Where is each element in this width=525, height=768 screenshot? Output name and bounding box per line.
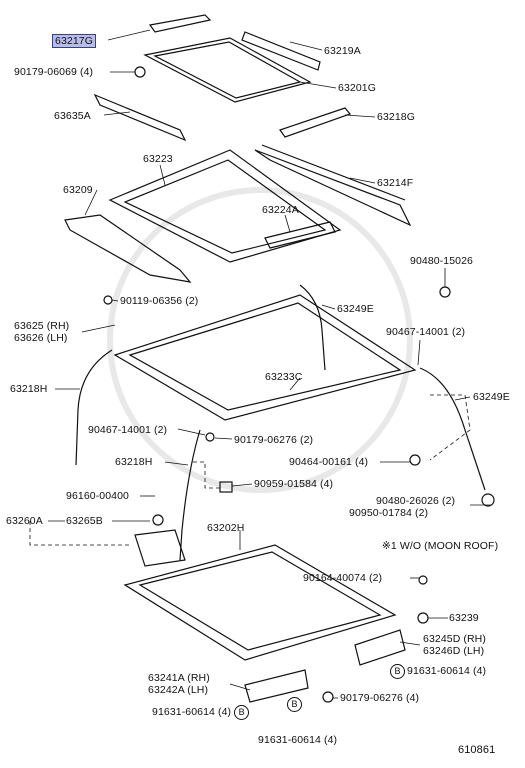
bolt-b-icon: B <box>390 664 405 679</box>
part-63202H-base <box>123 544 397 661</box>
label-63214F: 63214F <box>377 177 414 189</box>
bolt-b-marker: B <box>287 697 304 712</box>
label-63249E-right: 63249E <box>473 391 510 403</box>
part-63241A <box>244 669 309 703</box>
label-90950-01784: 90950-01784 (2) <box>349 507 429 519</box>
label-63219A: 63219A <box>324 45 361 57</box>
part-63209 <box>64 214 192 283</box>
bolt-b-icon: B <box>287 697 302 712</box>
part-63217G-strip <box>148 14 212 33</box>
label-63241A: 63241A (RH) <box>148 672 210 684</box>
hose-63249E-top <box>299 284 326 371</box>
hose-63218H-left <box>75 349 113 466</box>
label-63635A: 63635A <box>54 110 91 122</box>
label-91631-60614-left: 91631-60614 (4) B <box>152 705 251 720</box>
part-63201G-glass <box>143 37 312 103</box>
label-63249E-top: 63249E <box>337 303 374 315</box>
label-63202H: 63202H <box>207 522 245 534</box>
hose-63218H-mid <box>179 429 201 561</box>
label-90179-06276-mid: 90179-06276 (2) <box>234 434 314 446</box>
label-63246D: 63246D (LH) <box>423 645 485 657</box>
label-90959-01584: 90959-01584 (4) <box>254 478 334 490</box>
part-63214F <box>254 149 412 227</box>
label-63242A: 63242A (LH) <box>148 684 209 696</box>
part-63218G <box>279 107 352 138</box>
label-63626: 63626 (LH) <box>14 332 68 344</box>
label-90480-26026: 90480-26026 (2) <box>376 495 456 507</box>
watermark <box>107 187 413 493</box>
part-63223 <box>108 149 342 263</box>
bolt-b-icon: B <box>234 705 250 720</box>
label-note-wo-moon-roof: ※1 W/O (MOON ROOF) <box>382 540 499 552</box>
label-63233C: 63233C <box>265 371 303 383</box>
part-63260A-motor <box>134 529 186 567</box>
part-63245D <box>354 629 406 666</box>
label-63265B: 63265B <box>66 515 103 527</box>
label-63224A: 63224A <box>262 204 299 216</box>
label-63201G: 63201G <box>338 82 376 94</box>
part-63219A <box>241 31 321 71</box>
label-63209: 63209 <box>63 184 93 196</box>
label-90464-00161: 90464-00161 (4) <box>289 456 369 468</box>
part-63224A <box>264 221 336 249</box>
part-63233C-housing <box>113 294 417 421</box>
label-90179-06069: 90179-06069 (4) <box>14 66 94 78</box>
label-63239: 63239 <box>449 612 479 624</box>
label-63218H-left: 63218H <box>10 383 48 395</box>
label-63218H-mid: 63218H <box>115 456 153 468</box>
diagram-number: 610861 <box>458 744 496 756</box>
label-63223: 63223 <box>143 153 173 165</box>
part-63635A <box>93 93 187 142</box>
label-63625: 63625 (RH) <box>14 320 70 332</box>
label-91631-60614-bottom: 91631-60614 (4) <box>258 734 338 746</box>
label-63218G: 63218G <box>377 111 415 123</box>
label-90467-14001-right: 90467-14001 (2) <box>386 326 466 338</box>
label-96160-00400: 96160-00400 <box>66 490 129 502</box>
label-90179-06276-bottom: 90179-06276 (4) <box>340 692 420 704</box>
label-90467-14001-left: 90467-14001 (2) <box>88 424 168 436</box>
label-63217G: 63217G <box>52 34 96 48</box>
label-63245D: 63245D (RH) <box>423 633 486 645</box>
label-90480-15026: 90480-15026 <box>410 255 473 267</box>
label-63260A: 63260A <box>6 515 43 527</box>
label-90164-40074: 90164-40074 (2) <box>303 572 383 584</box>
hose-63249E-right <box>419 367 486 491</box>
label-90119-06356: 90119-06356 (2) <box>120 295 199 307</box>
